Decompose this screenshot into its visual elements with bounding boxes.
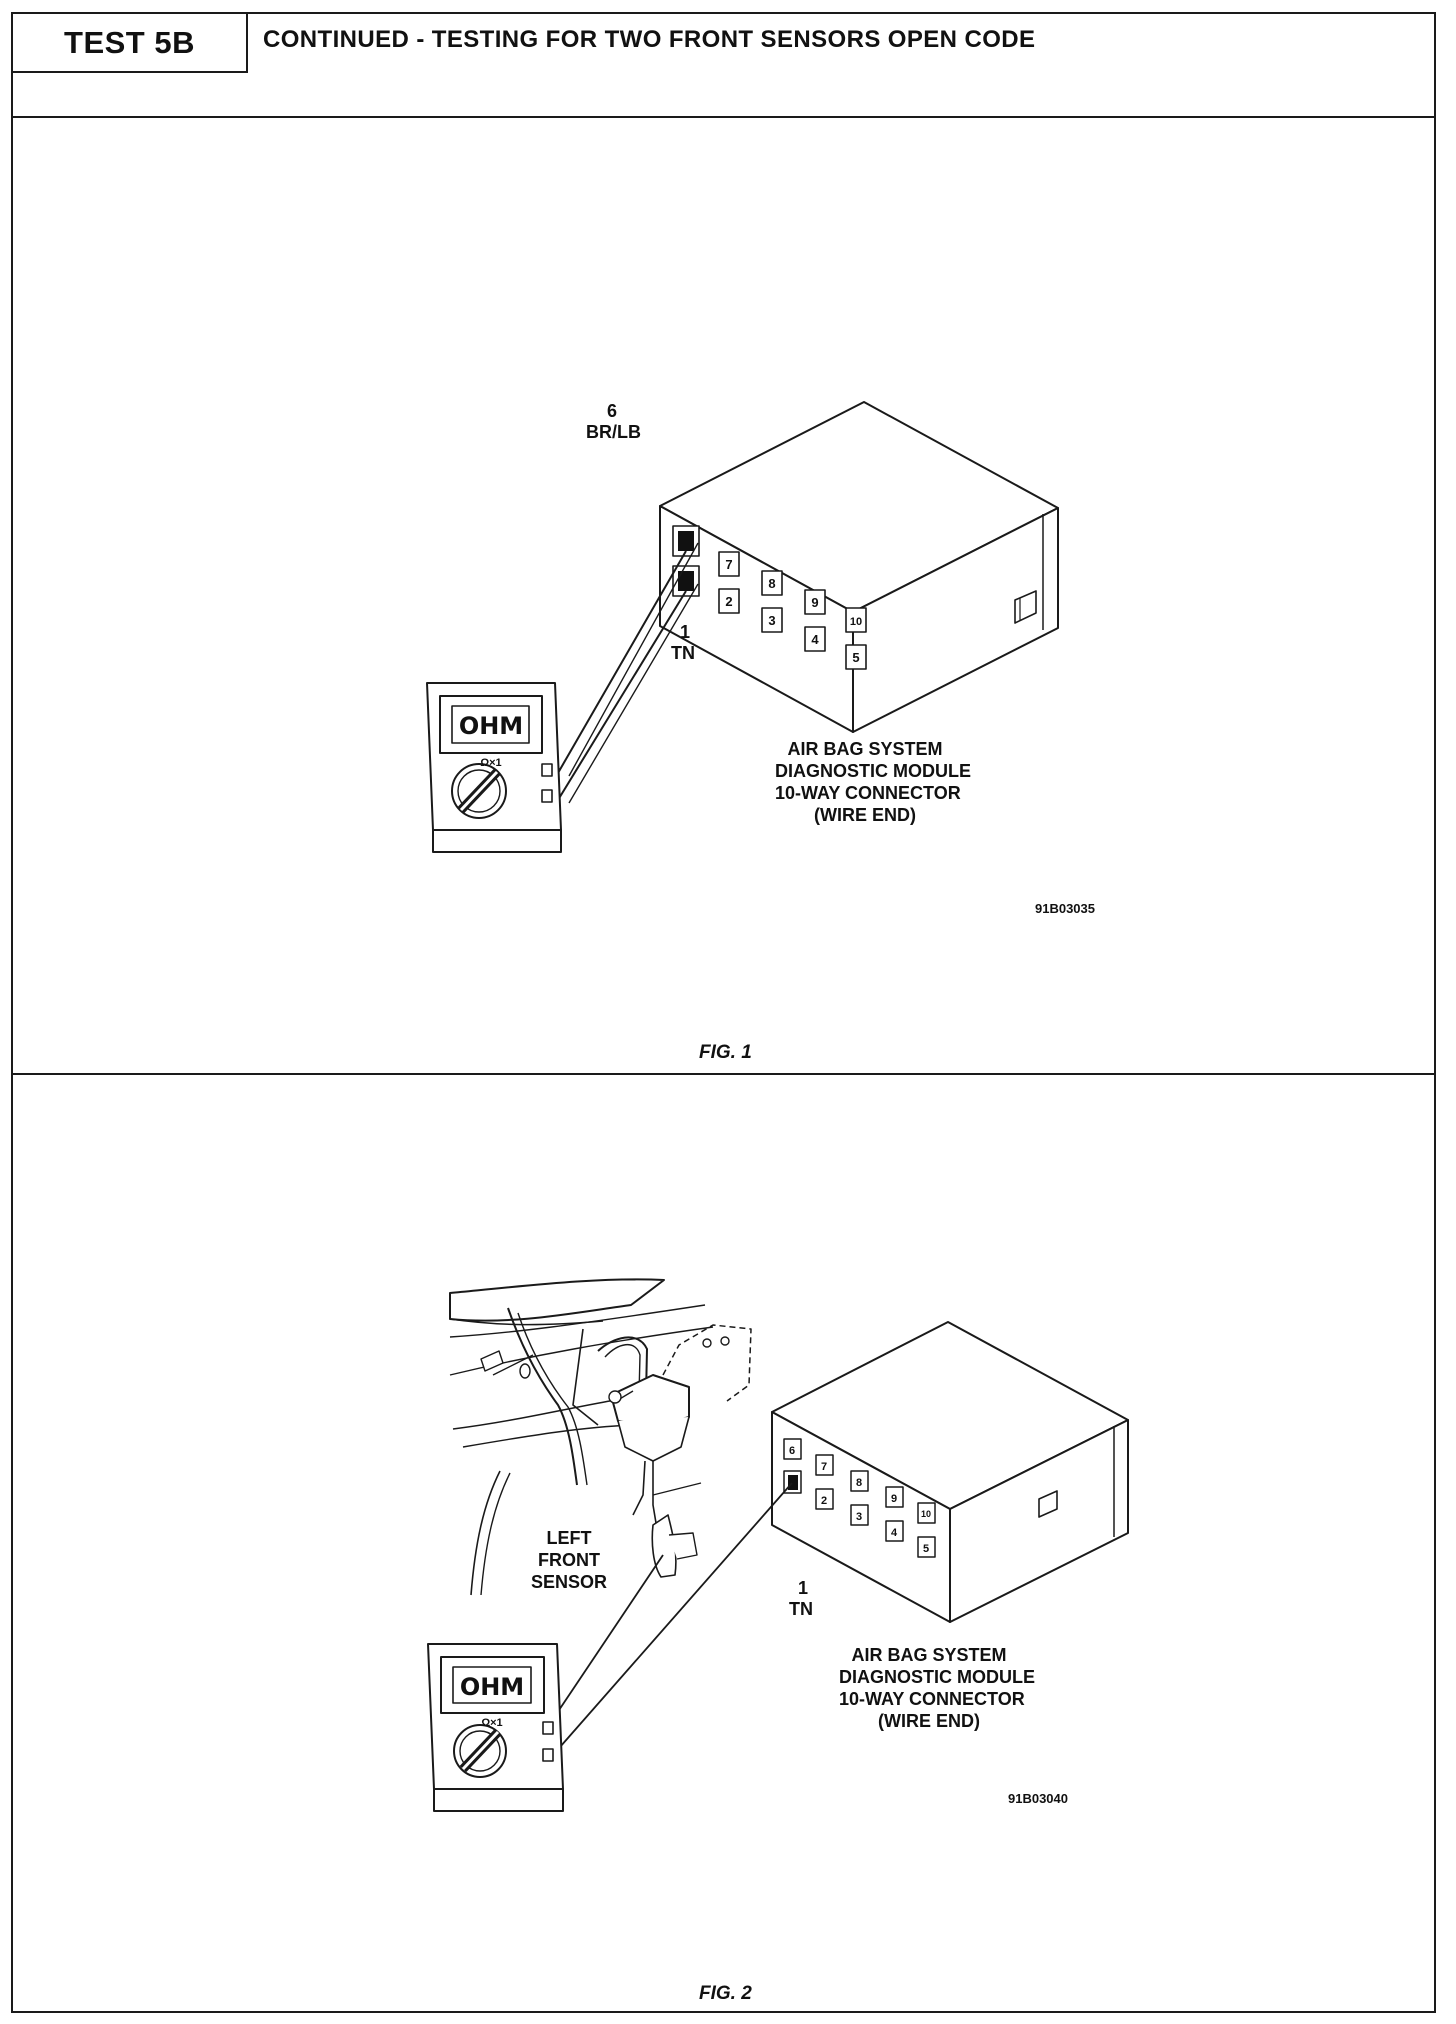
pin-10-cavity [917,1502,936,1524]
manual-page: TEST 5B CONTINUED - TESTING FOR TWO FRON… [11,12,1436,2013]
figure-2-panel: 6 7 2 8 3 9 4 10 5 [13,1075,1434,2011]
module-side-face [852,507,1059,733]
figure-2-illustration: 6 7 2 8 3 9 4 10 5 [427,1278,1129,1812]
pin-1-number-label: 1 [798,1578,809,1598]
pin-number: 4 [811,632,819,647]
pin-number: 7 [725,557,732,572]
pin-3-cavity [850,1504,869,1526]
ohmmeter [427,1643,564,1812]
vehicle-sensor-area [449,1278,752,1596]
test-lead-sensor [548,1554,664,1726]
pin-7-cavity [718,551,740,577]
pin-6-number-label: 6 [607,401,618,421]
image-code: 91B03035 [1035,901,1095,916]
pin-9-cavity [885,1486,904,1508]
test-lead-pin-6 [557,550,687,774]
figure-1-panel: 7 2 8 3 9 4 10 5 [13,118,1434,1075]
pin-5-cavity [917,1536,936,1558]
pin-7-cavity [815,1454,834,1476]
pin-number: 7 [821,1461,827,1473]
meter-range-label: Ω×1 [481,1717,502,1729]
meter-range-label: Ω×1 [480,757,501,769]
meter-display-text: OHM [460,1673,524,1701]
pin-2-cavity [718,588,740,614]
pin-2-cavity [815,1488,834,1510]
pin-6-wire-label: BR/LB [586,422,641,442]
sensor-label: LEFT FRONT SENSOR [530,1528,608,1592]
pin-number: 10 [921,1509,931,1519]
pin-number: 5 [923,1543,929,1555]
test-label: TEST 5B [13,14,248,73]
pin-1-number-label: 1 [680,622,691,642]
pin-number: 9 [811,595,818,610]
pin-number: 5 [852,650,859,665]
pin-6-cavity [783,1438,802,1460]
figure-caption: FIG. 2 [699,1983,752,2004]
pin-number: 9 [891,1493,897,1505]
pin-8-cavity [850,1470,869,1492]
pin-3-cavity [761,607,783,633]
pin-number: 8 [768,576,775,591]
pin-4-cavity [885,1520,904,1542]
pin-number: 6 [789,1445,795,1457]
pin-1-wire-label: TN [671,643,695,663]
pin-number: 10 [850,616,862,628]
figure-caption: FIG. 1 [699,1042,752,1063]
pin-number: 2 [725,594,732,609]
pin-8-cavity [761,570,783,596]
pin-number: 4 [891,1527,898,1539]
pin-number: 3 [856,1511,862,1523]
image-code: 91B03040 [1008,1791,1068,1806]
figure-1-illustration: 7 2 8 3 9 4 10 5 [426,401,1059,853]
module-label: AIR BAG SYSTEM DIAGNOSTIC MODULE 10-WAY … [775,739,971,825]
pin-1-wire-label: TN [789,1599,813,1619]
page-title: CONTINUED - TESTING FOR TWO FRONT SENSOR… [263,26,1036,53]
ohmmeter [426,682,562,853]
module-latch [1038,1490,1058,1518]
test-lead-pin-1 [552,1482,793,1756]
pin-number: 8 [856,1477,862,1489]
pin-4-cavity [804,626,826,652]
meter-display-text: OHM [459,712,523,740]
test-lead-pin-1 [557,590,687,801]
pin-10-cavity [845,607,867,633]
pin-5-cavity [845,644,867,670]
pin-9-cavity [804,589,826,615]
module-label: AIR BAG SYSTEM DIAGNOSTIC MODULE 10-WAY … [839,1645,1035,1731]
pin-number: 3 [768,613,775,628]
module-side-face [949,1419,1129,1623]
pin-number: 2 [821,1495,827,1507]
page-header: TEST 5B CONTINUED - TESTING FOR TWO FRON… [13,14,1434,118]
